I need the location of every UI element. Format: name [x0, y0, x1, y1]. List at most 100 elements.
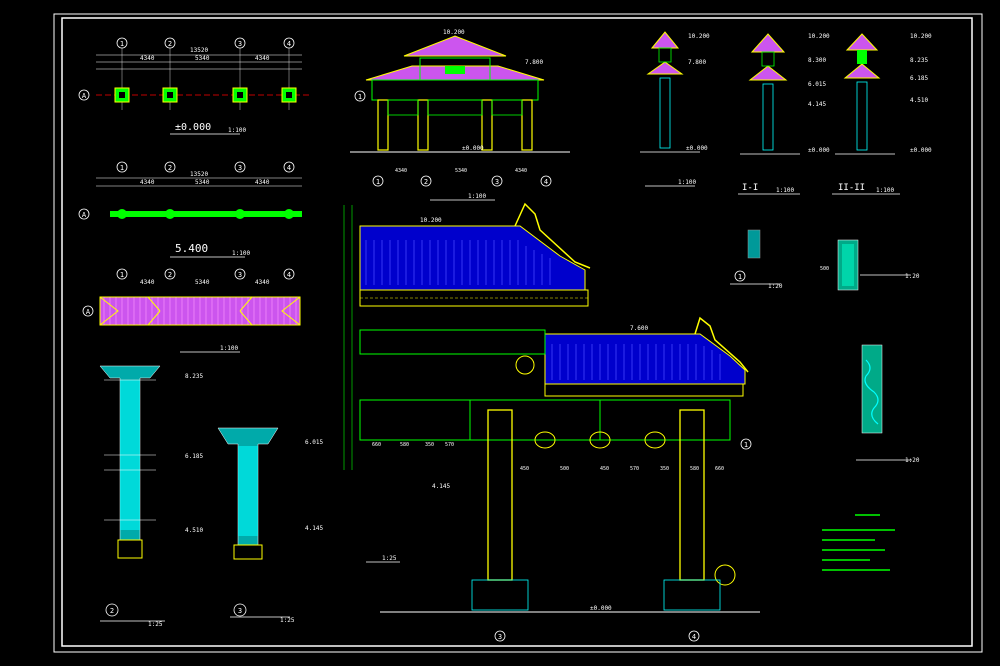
plan0-dim-1: 4340 — [140, 55, 155, 62]
col-left-axis: 2 — [110, 607, 114, 615]
detail-dim-2: 580 — [400, 442, 409, 448]
detail1-label: 1 — [738, 273, 742, 281]
detail2-dim: 500 — [820, 266, 829, 272]
plan5400-axis-3: 3 — [238, 164, 242, 172]
front-scale: 1:100 — [468, 193, 486, 200]
detail-dim-8: 570 — [630, 466, 639, 472]
plan-5400-level: 1 2 3 4 13520 4340 5340 4340 A 5.400 1:1… — [78, 161, 302, 258]
front-axis-3: 3 — [495, 178, 499, 186]
plan0-scale: 1:100 — [228, 127, 246, 134]
sheet-outer-border — [53, 13, 983, 653]
front-base-level: ±0.000 — [462, 145, 484, 152]
front-dim-2: 5340 — [455, 168, 467, 174]
plan0-title: ±0.000 — [175, 122, 211, 133]
detail-dim-4: 570 — [445, 442, 454, 448]
col-right-level-1: 6.015 — [305, 439, 323, 446]
side-c-level-4: 4.510 — [910, 97, 928, 104]
detail-dim-11: 660 — [715, 466, 724, 472]
col-left-scale: 1:25 — [148, 621, 163, 628]
col-right-level-2: 4.145 — [305, 525, 323, 532]
detail-dim-10: 580 — [690, 466, 699, 472]
side-a-level-1: 10.200 — [688, 33, 710, 40]
detail-axis-3: 3 — [498, 633, 502, 641]
column-detail-right: 6.015 4.145 3 1:25 — [217, 427, 323, 624]
plan-ground-level: 13520 4340 5340 4340 1 2 3 4 A — [78, 37, 310, 135]
plan0-row-label: A — [82, 92, 87, 100]
col-right-axis: 3 — [238, 607, 242, 615]
roof-dim-1: 4340 — [140, 279, 155, 286]
ornament-detail: 1:20 — [856, 344, 920, 464]
plan0-axis-4: 4 — [287, 40, 291, 48]
front-dim-3: 4340 — [515, 168, 527, 174]
col-left-level-3: 4.510 — [185, 527, 203, 534]
side-elevation-a: 10.200 7.800 ±0.000 1:100 — [640, 31, 710, 187]
front-axis-2: 2 — [424, 178, 428, 186]
side-c-level-1: 10.200 — [910, 33, 932, 40]
side-elevation-b: 10.200 8.300 6.015 4.145 ±0.000 I-I 1:10… — [738, 33, 830, 195]
plan5400-dim-total: 13520 — [190, 171, 208, 178]
detail-dim-7: 450 — [600, 466, 609, 472]
roof-axis-4: 4 — [287, 271, 291, 279]
roof-plan: 1 2 3 4 4340 5340 4340 — [82, 268, 301, 353]
plan5400-title: 5.400 — [175, 242, 208, 255]
column-detail-left: 8.235 6.185 4.510 2 1:25 — [99, 365, 203, 628]
side-a-level-3: ±0.000 — [686, 145, 708, 152]
plan5400-dim-1: 4340 — [140, 179, 155, 186]
side-b-level-1: 10.200 — [808, 33, 830, 40]
sheet-inner-border — [61, 17, 973, 647]
detail1-scale: 1:20 — [768, 283, 783, 290]
plan0-axis-2: 2 — [168, 40, 172, 48]
plan0-dim-2: 5340 — [195, 55, 210, 62]
side-b-level-5: ±0.000 — [808, 147, 830, 154]
side-b-level-3: 6.015 — [808, 81, 826, 88]
plan5400-axis-4: 4 — [287, 164, 291, 172]
roof-axis-3: 3 — [238, 271, 242, 279]
detail-level-mid: 7.600 — [630, 325, 648, 332]
side-b-level-2: 8.300 — [808, 57, 826, 64]
small-detail-2: 500 1:20 — [820, 239, 920, 291]
side-a-level-2: 7.800 — [688, 59, 706, 66]
detail-dim-3: 350 — [425, 442, 434, 448]
roof-row-label: A — [86, 308, 91, 316]
roof-scale: 1:100 — [220, 345, 238, 352]
col-left-level-2: 6.185 — [185, 453, 203, 460]
detail-level-base: ±0.000 — [590, 605, 612, 612]
side-b-scale: 1:100 — [776, 187, 794, 194]
plan0-axis-1: 1 — [120, 40, 124, 48]
col-right-scale: 1:25 — [280, 617, 295, 624]
plan0-dim-total: 13520 — [190, 47, 208, 54]
roof-dim-2: 5340 — [195, 279, 210, 286]
roof-axis-2: 2 — [168, 271, 172, 279]
side-c-level-3: 6.185 — [910, 75, 928, 82]
plan0-axis-3: 3 — [238, 40, 242, 48]
front-elevation: 10.200 7.800 ±0.000 1 2 3 4 4340 5340 43… — [350, 29, 570, 201]
detail2-scale: 1:20 — [905, 273, 920, 280]
detail-dim-9: 350 — [660, 466, 669, 472]
detail-dim-6: 500 — [560, 466, 569, 472]
detail-axis-4: 4 — [692, 633, 696, 641]
detail-dim-1: 660 — [372, 442, 381, 448]
detail-axis-side: 1 — [744, 441, 748, 449]
detail-scale: 1:25 — [382, 555, 397, 562]
design-notes-block — [822, 514, 895, 571]
roof-axis-1: 1 — [120, 271, 124, 279]
side-c-level-2: 8.235 — [910, 57, 928, 64]
col-left-level-1: 8.235 — [185, 373, 203, 380]
side-b-title: I-I — [742, 183, 758, 193]
plan5400-dim-2: 5340 — [195, 179, 210, 186]
small-detail-1: 1 1:20 — [730, 229, 783, 290]
front-axis-1: 1 — [376, 178, 380, 186]
main-detail-elevation: 10.200 7.600 — [343, 202, 760, 642]
front-dim-1: 4340 — [395, 168, 407, 174]
front-section-mark: 1 — [358, 93, 362, 101]
detail-level-top: 10.200 — [420, 217, 442, 224]
side-a-scale: 1:100 — [678, 179, 696, 186]
side-elevation-c: 10.200 8.235 6.185 4.510 ±0.000 II-II 1:… — [832, 33, 932, 195]
side-c-scale: 1:100 — [876, 187, 894, 194]
front-top-level: 10.200 — [443, 29, 465, 36]
plan5400-axis-2: 2 — [168, 164, 172, 172]
side-b-level-4: 4.145 — [808, 101, 826, 108]
front-axis-4: 4 — [544, 178, 548, 186]
plan5400-dim-3: 4340 — [255, 179, 270, 186]
